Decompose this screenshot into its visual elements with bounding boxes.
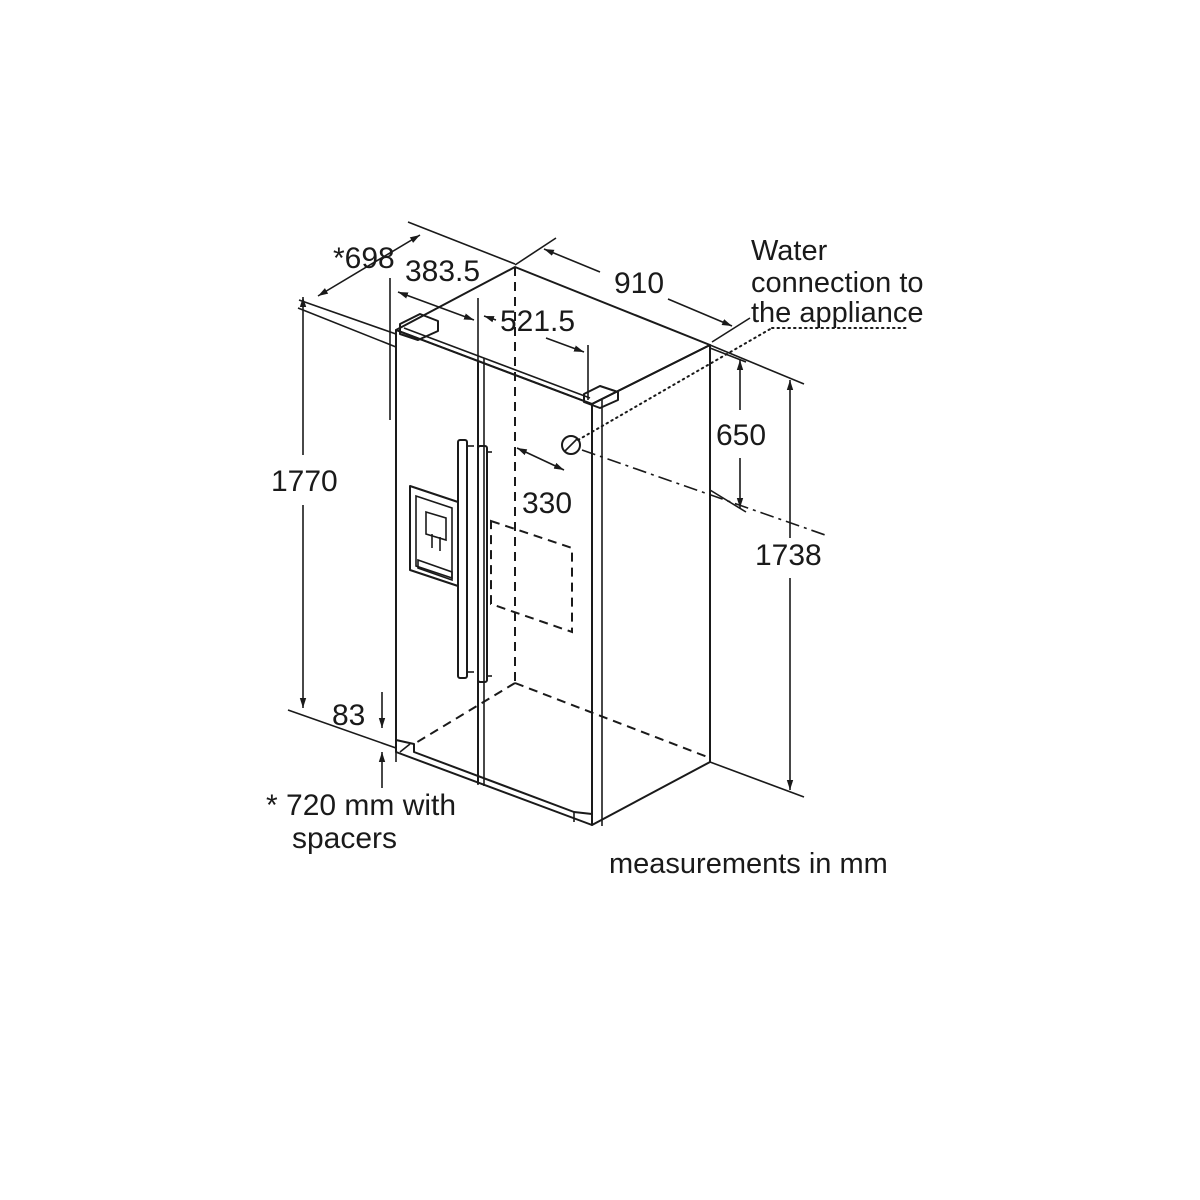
label-height-body: 1738 (755, 539, 822, 572)
label-width: 910 (614, 267, 664, 300)
dim-depth (298, 221, 516, 335)
dim-connection-offset (483, 315, 589, 400)
dim-connection-side (516, 447, 565, 471)
connection-centre-line (581, 449, 829, 537)
units-note: measurements in mm (609, 848, 888, 880)
water-dispenser (409, 485, 459, 587)
water-note-line3: the appliance (751, 297, 924, 329)
label-depth: *698 (333, 242, 395, 275)
spacers-note-line2: spacers (292, 822, 397, 855)
front-face (395, 329, 593, 826)
hidden-back-panel (490, 519, 573, 634)
hinge-right (583, 385, 619, 409)
dim-width (514, 237, 751, 343)
label-connection-offset: 521.5 (500, 305, 575, 338)
dim-door-offset (389, 278, 479, 420)
label-height-total: 1770 (271, 465, 338, 498)
water-connection-icon (561, 435, 581, 455)
label-door-offset: 383.5 (405, 255, 480, 288)
side-face (591, 344, 711, 826)
handle-left (457, 439, 468, 679)
dim-height-body (709, 344, 805, 798)
spacers-note-line1: * 720 mm with (266, 789, 456, 822)
plinth (395, 739, 593, 815)
water-note-line2: connection to (751, 267, 924, 299)
dim-height-total (287, 297, 397, 749)
fridge-body (395, 266, 711, 826)
label-plinth: 83 (332, 699, 365, 732)
label-connection-side: 330 (522, 487, 572, 520)
door-handles (457, 439, 492, 683)
label-connection-height: 650 (716, 419, 766, 452)
hidden-rear-bottom-right (514, 682, 711, 759)
water-connection-leader (577, 327, 773, 441)
water-note-line1: Water (751, 235, 828, 267)
dim-plinth (378, 692, 397, 788)
handle-right (477, 445, 488, 683)
hidden-rear-bottom-left (413, 682, 516, 745)
